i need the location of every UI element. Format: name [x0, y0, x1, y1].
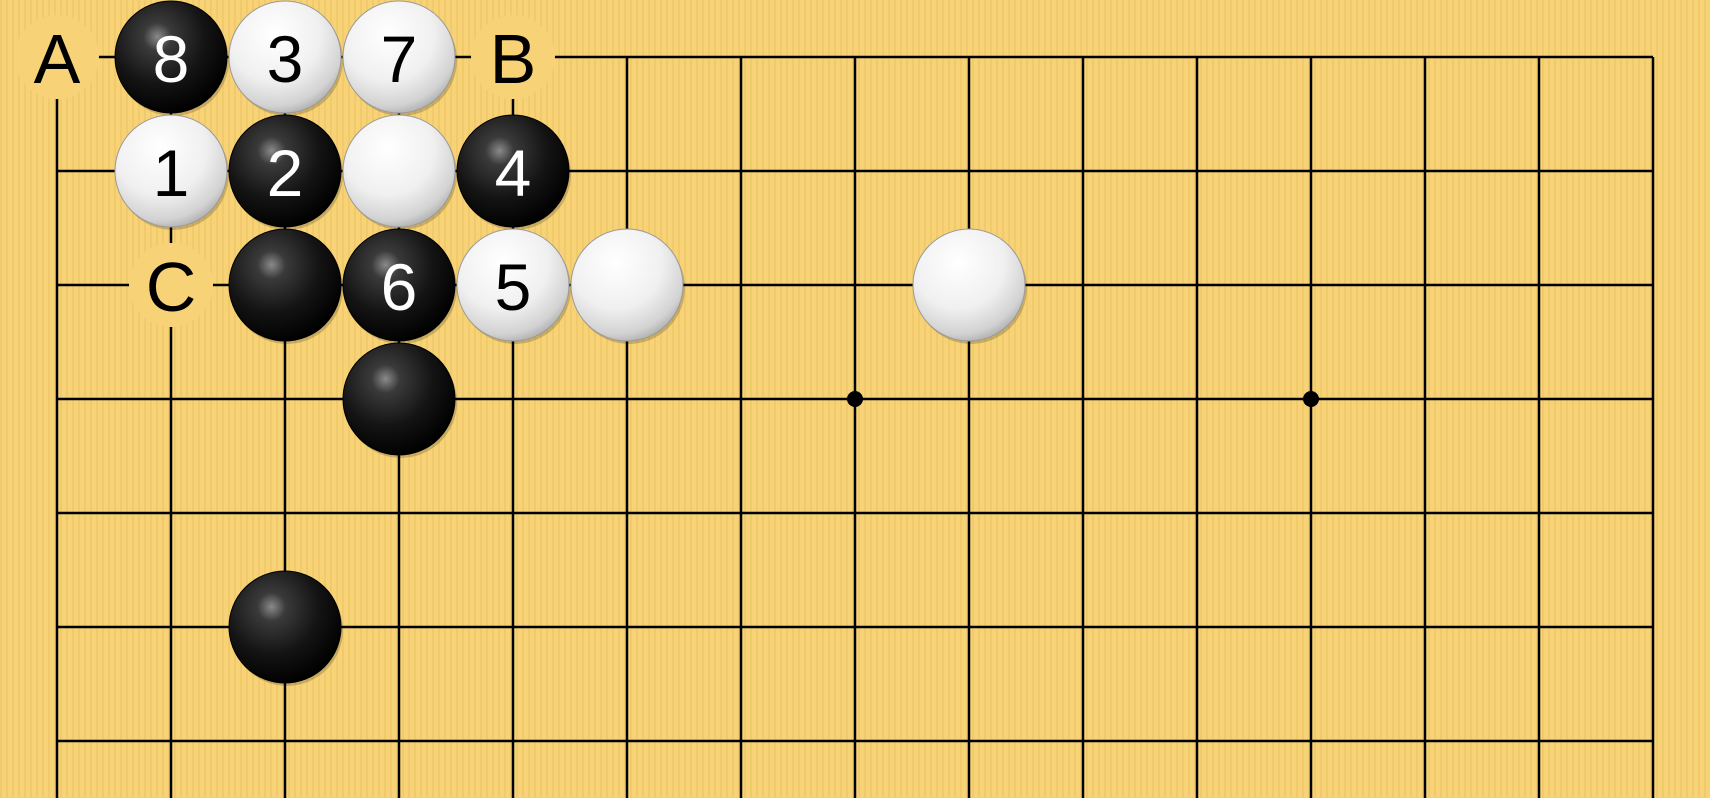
move-number: 8 — [153, 22, 190, 96]
stone-body — [114, 114, 228, 228]
black-stone[interactable]: 2 — [228, 114, 343, 230]
white-stone[interactable] — [912, 228, 1027, 344]
move-number: 7 — [381, 22, 418, 96]
move-number: 2 — [267, 136, 304, 210]
move-number: 5 — [495, 250, 532, 324]
label-backdrop — [471, 15, 555, 99]
black-stone[interactable] — [342, 342, 457, 458]
star-point — [847, 391, 863, 407]
star-point — [1303, 391, 1319, 407]
stone-body — [342, 228, 456, 342]
white-stone[interactable] — [570, 228, 685, 344]
label-backdrop — [15, 15, 99, 99]
black-stone[interactable]: 6 — [342, 228, 457, 344]
white-stone[interactable]: 3 — [228, 0, 343, 116]
label-backdrop — [129, 243, 213, 327]
stone-body — [114, 0, 228, 114]
stone-body — [456, 228, 570, 342]
stone-body — [570, 228, 684, 342]
white-stone[interactable] — [342, 114, 457, 230]
white-stone[interactable]: 5 — [456, 228, 571, 344]
move-number: 6 — [381, 250, 418, 324]
white-stone[interactable]: 1 — [114, 114, 229, 230]
black-stone[interactable]: 8 — [114, 0, 229, 116]
stone-body — [342, 342, 456, 456]
stone-body — [228, 228, 342, 342]
black-stone[interactable]: 4 — [456, 114, 571, 230]
point-label-b: B — [490, 20, 537, 98]
move-number: 4 — [495, 136, 532, 210]
star-points — [847, 391, 1319, 407]
stone-body — [912, 228, 1026, 342]
black-stone[interactable] — [228, 228, 343, 344]
stones-layer: 8 3 7 1 2 4 6 5 — [114, 0, 1027, 686]
stone-body — [228, 114, 342, 228]
white-stone[interactable]: 7 — [342, 0, 457, 116]
stone-body — [342, 114, 456, 228]
move-number: 1 — [153, 136, 190, 210]
stone-body — [456, 114, 570, 228]
point-label-a: A — [34, 20, 81, 98]
point-label-c: C — [146, 248, 197, 326]
stone-body — [228, 570, 342, 684]
point-labels: A B C — [15, 15, 555, 327]
stone-body — [228, 0, 342, 114]
stone-body — [342, 0, 456, 114]
black-stone[interactable] — [228, 570, 343, 686]
move-number: 3 — [267, 22, 304, 96]
